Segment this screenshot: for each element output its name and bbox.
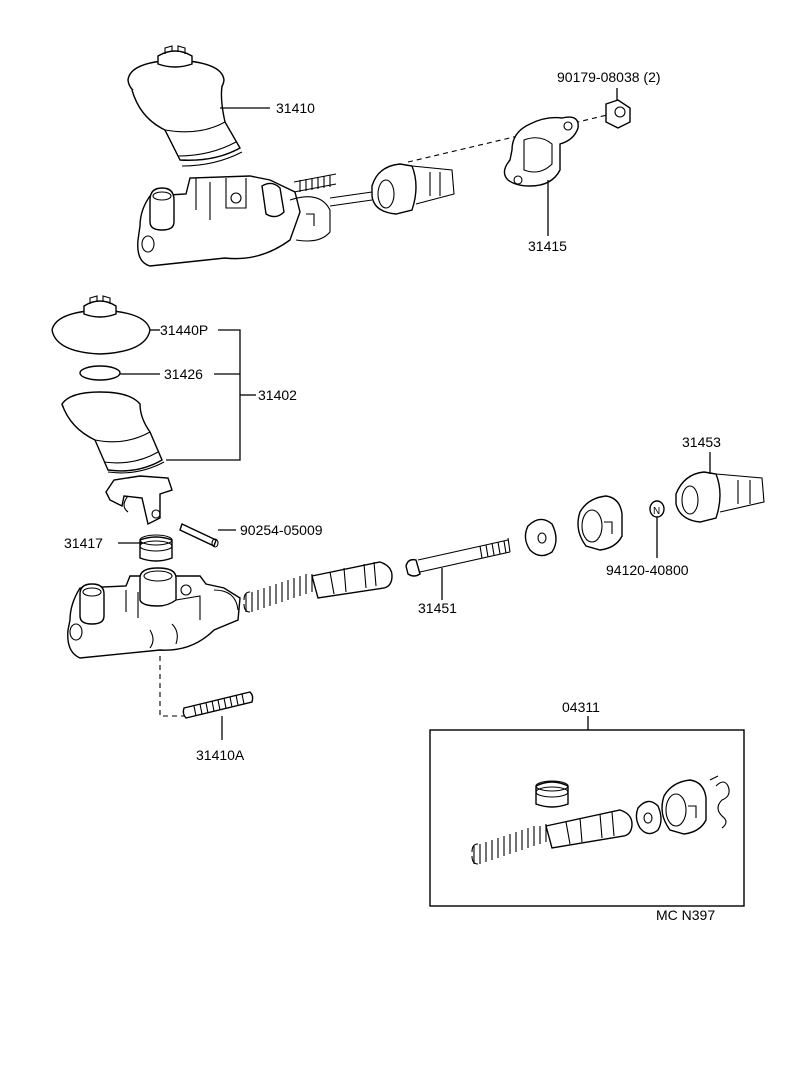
label-31410a: 31410A [196,747,245,763]
label-90254-05009: 90254-05009 [240,522,323,538]
label-31410: 31410 [276,100,315,116]
middle-leader-lines [118,329,256,544]
label-04311: 04311 [562,699,600,715]
label-31402: 31402 [258,387,297,403]
label-31426: 31426 [164,366,203,382]
label-31453: 31453 [682,434,721,450]
part-labels: 31410 90179-08038 (2) 31415 31440P 31426… [64,69,721,923]
master-cylinder-assembly-drawing [127,45,631,267]
label-31451: 31451 [418,600,457,616]
label-90179-08038: 90179-08038 (2) [557,69,661,85]
label-31415: 31415 [528,238,567,254]
repair-kit-box [429,729,745,907]
label-31440p: 31440P [160,322,208,338]
label-31417: 31417 [64,535,103,551]
lower-leader-lines [221,452,711,740]
label-n-mark: N [653,506,660,517]
reservoir-parts-drawing [51,295,219,562]
cylinder-parts-drawing [67,471,765,719]
label-94120-40800: 94120-40800 [606,562,689,578]
diagram-code: MC N397 [656,907,715,923]
top-leader-lines [220,88,618,236]
